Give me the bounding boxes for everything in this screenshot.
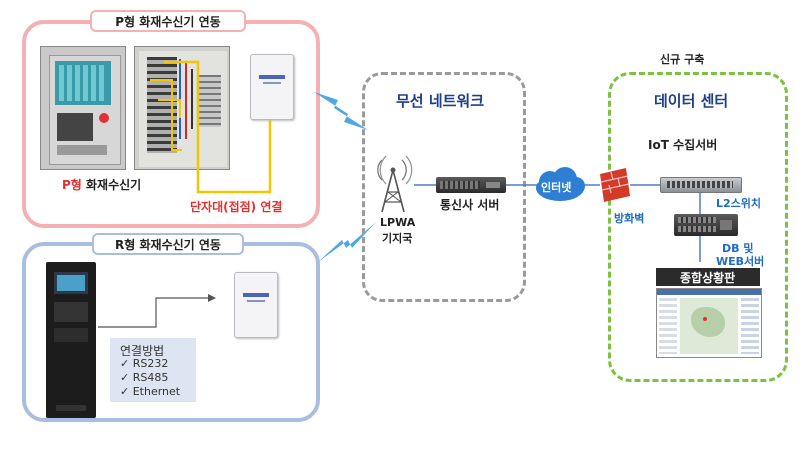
- wireless-network-title: 무선 네트워크: [396, 92, 485, 110]
- p-type-panel-photo: [40, 46, 126, 170]
- lpwa-tower-icon: [377, 155, 413, 213]
- connection-methods-box: [110, 338, 196, 402]
- p-type-group-title: P형 화재수신기 연동: [90, 10, 246, 32]
- new-build-label: 신규 구축: [660, 53, 705, 66]
- iot-device-p: [250, 54, 294, 120]
- iot-device-r: [234, 272, 278, 338]
- r-type-group-title: R형 화재수신기 연동: [92, 233, 244, 255]
- wireless-network-group: [362, 72, 526, 302]
- check-icon: ✓: [120, 385, 130, 398]
- dashboard-label: 종합상황판: [680, 271, 736, 285]
- firewall-icon: [600, 168, 630, 202]
- lightning-icon: [318, 222, 376, 262]
- l2-switch-icon: [660, 177, 742, 193]
- db-server-label-line1: DB 및: [722, 242, 754, 255]
- terminal-connection-label: 단자대(접점) 연결: [190, 200, 283, 214]
- telecom-server-icon: [436, 177, 506, 193]
- internet-label: 인터넷: [541, 181, 572, 194]
- db-web-server-icon: [674, 214, 738, 236]
- lpwa-label-line2: 기지국: [382, 232, 413, 245]
- check-icon: ✓: [120, 357, 130, 370]
- connection-methods-title: 연결방법: [120, 344, 165, 358]
- p-type-red-text: P형: [62, 178, 82, 192]
- db-server-label-line2: WEB서버: [716, 255, 765, 268]
- p-type-panel-label: P형 화재수신기: [62, 176, 141, 193]
- l2-switch-label: L2스위치: [716, 197, 762, 210]
- iot-server-label: IoT 수집서버: [648, 138, 718, 152]
- telecom-server-label: 통신사 서버: [440, 198, 500, 212]
- r-type-panel-cabinet: [46, 262, 96, 418]
- p-type-panel-text: 화재수신기: [81, 178, 142, 192]
- dashboard-screen: [656, 288, 762, 358]
- lpwa-label-line1: LPWA: [380, 216, 416, 229]
- connection-method-ethernet: ✓ Ethernet: [120, 385, 181, 398]
- check-icon: ✓: [120, 371, 130, 384]
- firewall-label: 방화벽: [614, 212, 645, 225]
- lightning-icon: [314, 92, 368, 130]
- dashboard-title-bar: [656, 268, 760, 286]
- connection-method-rs232: ✓ RS232: [120, 357, 169, 370]
- data-center-group: [608, 72, 788, 382]
- data-center-title: 데이터 센터: [654, 92, 729, 110]
- internet-cloud-icon: [536, 167, 585, 201]
- connection-method-rs485: ✓ RS485: [120, 371, 169, 384]
